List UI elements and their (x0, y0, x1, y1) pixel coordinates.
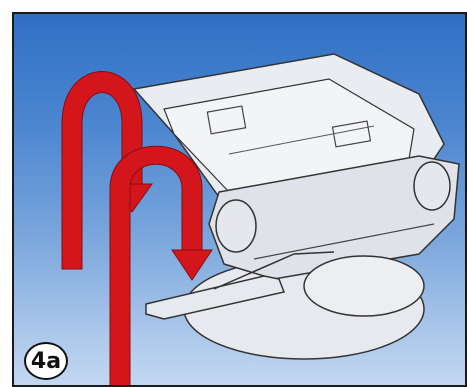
device-illustration (14, 14, 467, 387)
step-badge: 4a (24, 342, 68, 380)
wheel (304, 256, 424, 316)
small-arrow-head (172, 250, 212, 280)
step-label: 4a (31, 349, 61, 374)
illustration-panel: 4a (12, 12, 467, 387)
right-knob (414, 162, 450, 210)
left-knob (216, 200, 256, 252)
